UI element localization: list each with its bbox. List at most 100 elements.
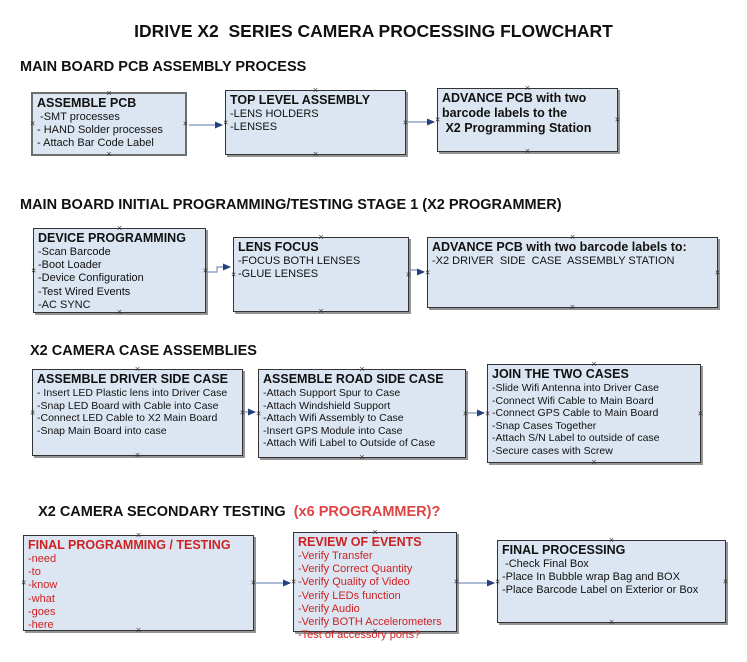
connection-point-icon: ×	[239, 407, 245, 417]
box-item: -Verify Correct Quantity	[298, 563, 413, 576]
connection-point-icon: ×	[30, 407, 36, 417]
box-item: -Attach S/N Label to outside of case	[492, 432, 660, 445]
box-item: -Snap Main Board into case	[37, 424, 167, 437]
connection-point-icon: ×	[569, 302, 576, 312]
box-title: TOP LEVEL ASSEMBLY	[230, 93, 371, 107]
box-item: -goes	[28, 605, 56, 618]
connection-point-icon: ×	[614, 114, 620, 125]
connection-point-icon: ×	[312, 149, 319, 159]
box-title: DEVICE PROGRAMMING	[38, 231, 186, 245]
box-item: -here	[28, 619, 54, 632]
box-top-level-assembly: TOP LEVEL ASSEMBLY -LENS HOLDERS -LENSES…	[223, 86, 408, 159]
box-item: -GLUE LENSES	[238, 268, 319, 281]
box-lens-focus: LENS FOCUS -FOCUS BOTH LENSES -GLUE LENS…	[231, 233, 411, 316]
box-advance-pcb-programming-station: ADVANCE PCB with two barcode labels to t…	[435, 84, 620, 156]
box-item: -to	[28, 566, 41, 579]
connection-point-icon: ×	[722, 576, 728, 586]
box-item: -Slide Wifi Antenna into Driver Case	[492, 382, 659, 394]
section-header-black-text: X2 CAMERA SECONDARY TESTING	[38, 504, 286, 520]
box-assemble-pcb: ASSEMBLE PCB -SMT processes - HAND Solde…	[30, 89, 188, 159]
box-item-overflow: -Test of accessory ports?	[298, 629, 421, 642]
box-assemble-road-side-case: ASSEMBLE ROAD SIDE CASE -Attach Support …	[256, 365, 468, 462]
box-title: FINAL PROGRAMMING / TESTING	[28, 538, 231, 552]
box-item: -Verify BOTH Accelerometers	[298, 616, 442, 629]
box-item: -Place Barcode Label on Exterior or Box	[502, 584, 699, 597]
box-title: LENS FOCUS	[238, 240, 319, 254]
connection-point-icon: ×	[134, 450, 141, 460]
box-final-processing: FINAL PROCESSING -Check Final Box -Place…	[495, 536, 728, 627]
connection-point-icon: ×	[714, 267, 720, 277]
section-header-case-assemblies: X2 CAMERA CASE ASSEMBLIES	[30, 343, 257, 359]
connection-point-icon: ×	[524, 146, 531, 156]
box-assemble-driver-side-case: ASSEMBLE DRIVER SIDE CASE - Insert LED P…	[30, 365, 245, 460]
box-title: ASSEMBLE DRIVER SIDE CASE	[37, 372, 229, 386]
box-item: -Place In Bubble wrap Bag and BOX	[502, 571, 680, 584]
connection-point-icon: ×	[106, 149, 112, 159]
box-item: -Connect GPS Cable to Main Board	[492, 407, 659, 420]
box-item: -Boot Loader	[38, 259, 102, 272]
box-title: ASSEMBLE ROAD SIDE CASE	[263, 372, 444, 386]
box-item: -Verify Transfer	[298, 550, 373, 562]
box-item: -Connect LED Cable to X2 Main Board	[37, 412, 218, 425]
box-item: -Attach Wifi Assembly to Case	[263, 412, 404, 425]
box-item: -need	[28, 553, 57, 565]
connection-point-icon: ×	[425, 267, 431, 277]
box-item: -SMT processes	[37, 111, 120, 123]
box-item: -Connect Wifi Cable to Main Board	[492, 394, 654, 407]
box-item: -know	[28, 579, 58, 592]
connection-point-icon: ×	[405, 269, 411, 279]
box-review-of-events: REVIEW OF EVENTS -Verify Transfer -Verif…	[291, 528, 459, 642]
connection-point-icon: ×	[21, 577, 27, 588]
box-device-programming: DEVICE PROGRAMMING -Scan Barcode -Boot L…	[31, 224, 208, 317]
box-item: -X2 DRIVER SIDE CASE ASSEMBLY STATION	[432, 255, 675, 267]
box-item: -FOCUS BOTH LENSES	[238, 255, 361, 267]
box-join-the-two-cases: JOIN THE TWO CASES -Slide Wifi Antenna i…	[485, 360, 703, 467]
box-item: - Attach Bar Code Label	[37, 137, 154, 150]
box-item: -Snap Cases Together	[492, 419, 597, 432]
box-title-line: ADVANCE PCB with two	[442, 91, 587, 105]
box-title: ADVANCE PCB with two barcode labels to:	[432, 240, 687, 254]
box-title: FINAL PROCESSING	[502, 543, 626, 557]
arrow-device-prog-to-lens-focus	[208, 263, 231, 273]
box-item: -AC SYNC	[38, 298, 91, 311]
section-header-initial-programming: MAIN BOARD INITIAL PROGRAMMING/TESTING S…	[20, 197, 562, 213]
box-item: -Attach Support Spur to Case	[263, 387, 401, 399]
box-item: -Secure cases with Screw	[492, 444, 613, 457]
box-title-line: X2 Programming Station	[442, 121, 592, 135]
connection-point-icon: ×	[182, 118, 188, 129]
box-item: -Verify LEDs function	[298, 589, 401, 602]
box-item: -Scan Barcode	[38, 246, 111, 258]
connection-point-icon: ×	[318, 306, 324, 316]
box-item: -Test Wired Events	[38, 285, 131, 298]
connection-point-icon: ×	[453, 576, 459, 587]
connection-point-icon: ×	[495, 576, 501, 586]
page-title: IDRIVE X2 SERIES CAMERA PROCESSING FLOWC…	[134, 21, 613, 41]
box-item: - Insert LED Plastic lens into Driver Ca…	[37, 387, 228, 399]
box-title-line: barcode labels to the	[442, 106, 568, 120]
connection-point-icon: ×	[30, 118, 36, 129]
connection-point-icon: ×	[435, 114, 441, 125]
connection-point-icon: ×	[462, 408, 468, 418]
connection-point-icon: ×	[231, 269, 237, 279]
connection-point-icon: ×	[250, 577, 256, 588]
box-item: -Check Final Box	[502, 558, 589, 570]
connection-point-icon: ×	[402, 117, 408, 127]
box-title: ASSEMBLE PCB	[37, 96, 137, 110]
connection-point-icon: ×	[697, 408, 703, 418]
box-item: -LENSES	[230, 121, 278, 134]
connection-point-icon: ×	[223, 117, 229, 127]
connection-point-icon: ×	[202, 265, 208, 275]
connection-point-icon: ×	[291, 576, 297, 587]
connection-point-icon: ×	[591, 457, 597, 467]
section-header-red-text: (x6 PROGRAMMER)?	[285, 504, 441, 520]
box-title: JOIN THE TWO CASES	[492, 367, 629, 381]
box-item: - HAND Solder processes	[37, 124, 163, 137]
arrow-lens-focus-to-advance-pcb	[411, 268, 425, 276]
box-item: -LENS HOLDERS	[230, 108, 319, 120]
box-title: REVIEW OF EVENTS	[298, 535, 422, 549]
section-header-secondary-testing: X2 CAMERA SECONDARY TESTING (x6 PROGRAMM…	[30, 488, 440, 520]
connection-point-icon: ×	[256, 408, 262, 418]
box-final-programming-testing: FINAL PROGRAMMING / TESTING -need -to -k…	[21, 531, 256, 635]
box-item: -Attach Wifi Label to Outside of Case	[263, 437, 436, 450]
section-header-pcb-assembly: MAIN BOARD PCB ASSEMBLY PROCESS	[20, 59, 307, 75]
